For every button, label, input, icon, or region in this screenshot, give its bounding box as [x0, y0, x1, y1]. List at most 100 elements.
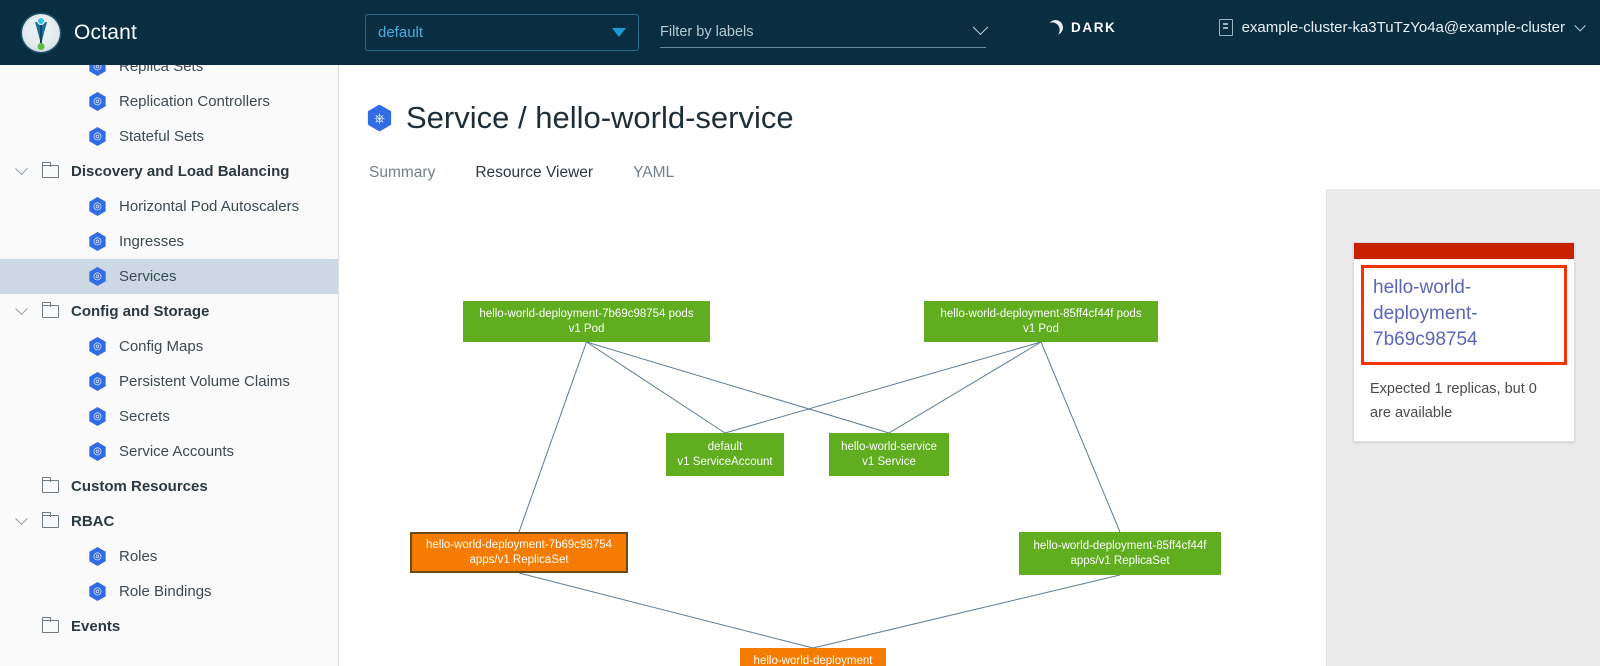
resource-link-highlight: hello-world-deployment-7b69c98754: [1361, 265, 1567, 365]
sidebar-item-horizontal-pod-autoscalers[interactable]: ◎Horizontal Pod Autoscalers: [0, 189, 338, 224]
sidebar-item-label: Roles: [119, 548, 157, 565]
graph-edge: [519, 342, 587, 532]
sidebar-item-label: Replica Sets: [119, 65, 203, 75]
sidebar-item-label: Config and Storage: [71, 303, 209, 320]
tab-yaml[interactable]: YAML: [630, 158, 677, 193]
sidebar-item-replica-sets[interactable]: ◎ Replica Sets: [0, 65, 338, 84]
node-kind: v1 Pod: [569, 322, 605, 337]
k8s-ingress-icon: ◎: [88, 232, 107, 251]
sidebar-item-discovery-and-load-balancing[interactable]: Discovery and Load Balancing: [0, 154, 338, 189]
chevron-down-icon[interactable]: [15, 162, 28, 175]
sidebar-item-persistent-volume-claims[interactable]: ◎Persistent Volume Claims: [0, 364, 338, 399]
detail-panel: hello-world-deployment-7b69c98754 Expect…: [1326, 189, 1600, 666]
status-badge: [1354, 243, 1574, 259]
sidebar-item-role-bindings[interactable]: ◎ Role Bindings: [0, 574, 338, 609]
sidebar-item-label: RBAC: [71, 513, 114, 530]
sidebar-item-label: Config Maps: [119, 338, 203, 355]
graph-edge: [519, 573, 813, 648]
graph-node-sa-default[interactable]: defaultv1 ServiceAccount: [666, 433, 784, 476]
status-message: Expected 1 replicas, but 0 are available: [1354, 365, 1574, 441]
node-title: default: [708, 440, 743, 455]
node-title: hello-world-service: [841, 440, 937, 455]
graph-edge: [587, 342, 726, 433]
graph-node-rs-85ff[interactable]: hello-world-deployment-85ff4cf44fapps/v1…: [1019, 532, 1221, 575]
cluster-icon: [1219, 19, 1233, 36]
resource-link[interactable]: hello-world-deployment-7b69c98754: [1373, 275, 1555, 353]
sidebar-item-config-and-storage[interactable]: Config and Storage: [0, 294, 338, 329]
k8s-statefulset-icon: ◎: [88, 127, 107, 146]
k8s-configmap-icon: ◎: [88, 337, 107, 356]
k8s-replicaset-icon: ◎: [88, 65, 107, 76]
node-title: hello-world-deployment-7b69c98754: [426, 538, 612, 553]
label-filter-placeholder: Filter by labels: [660, 24, 975, 40]
node-title: hello-world-deployment: [754, 654, 873, 666]
page-title-text: Service / hello-world-service: [406, 100, 794, 136]
octant-logo-icon: [22, 14, 60, 52]
sidebar[interactable]: ◎Replica Sets◎Replication Controllers◎St…: [0, 65, 339, 666]
sidebar-item-rbac[interactable]: RBAC: [0, 504, 338, 539]
namespace-select[interactable]: default: [365, 14, 639, 51]
graph-edge: [725, 342, 1041, 433]
k8s-replicationcontroller-icon: ◎: [88, 92, 107, 111]
graph-edge: [1041, 342, 1120, 532]
node-title: hello-world-deployment-85ff4cf44f: [1033, 539, 1206, 554]
status-card: hello-world-deployment-7b69c98754 Expect…: [1353, 242, 1575, 442]
node-kind: v1 Pod: [1023, 322, 1059, 337]
graph-edge: [587, 342, 890, 433]
sidebar-item-service-accounts[interactable]: ◎ Service Accounts: [0, 434, 338, 469]
sidebar-item-replication-controllers[interactable]: ◎Replication Controllers: [0, 84, 338, 119]
chevron-down-icon: [973, 19, 989, 35]
graph-node-rs-7b69[interactable]: hello-world-deployment-7b69c98754apps/v1…: [410, 532, 628, 573]
sidebar-item-events[interactable]: Events: [0, 609, 338, 644]
cluster-selector[interactable]: example-cluster-ka3TuTzYo4a@example-clus…: [1219, 19, 1582, 36]
label-filter-input[interactable]: Filter by labels: [660, 16, 986, 48]
expand-toggle: [0, 167, 42, 176]
folder-icon: [42, 620, 59, 633]
k8s-service-icon: ◎: [88, 267, 107, 286]
graph-node-pod-7b69[interactable]: hello-world-deployment-7b69c98754 podsv1…: [463, 301, 710, 342]
node-kind: v1 Service: [862, 455, 916, 470]
page-title: ⎈ Service / hello-world-service: [366, 100, 1600, 136]
triangle-down-icon: [612, 28, 626, 37]
sidebar-item-services[interactable]: ◎ Services: [0, 259, 338, 294]
sidebar-item-label: Service Accounts: [119, 443, 234, 460]
chevron-down-icon[interactable]: [15, 512, 28, 525]
expand-toggle: [0, 517, 42, 526]
graph-edge: [813, 575, 1120, 648]
sidebar-item-stateful-sets[interactable]: ◎ Stateful Sets: [0, 119, 338, 154]
k8s-role-icon: ◎: [88, 547, 107, 566]
graph-node-deploy-hw[interactable]: hello-world-deploymentapps/v1 Deployment: [740, 648, 886, 666]
sidebar-item-label: Role Bindings: [119, 583, 212, 600]
sidebar-item-label: Custom Resources: [71, 478, 208, 495]
sidebar-item-ingresses[interactable]: ◎ Ingresses: [0, 224, 338, 259]
node-kind: v1 ServiceAccount: [677, 455, 772, 470]
sidebar-item-custom-resources[interactable]: Custom Resources: [0, 469, 338, 504]
sidebar-item-secrets[interactable]: ◎Secrets: [0, 399, 338, 434]
k8s-rolebinding-icon: ◎: [88, 582, 107, 601]
theme-toggle-label: DARK: [1071, 20, 1116, 35]
sidebar-item-roles[interactable]: ◎ Roles: [0, 539, 338, 574]
k8s-serviceaccount-icon: ◎: [88, 442, 107, 461]
sidebar-item-label: Services: [119, 268, 177, 285]
sidebar-nav-list: ◎Replica Sets◎Replication Controllers◎St…: [0, 65, 338, 644]
sidebar-item-label: Persistent Volume Claims: [119, 373, 290, 390]
chevron-down-icon[interactable]: [15, 302, 28, 315]
sidebar-item-label: Ingresses: [119, 233, 184, 250]
sidebar-item-label: Stateful Sets: [119, 128, 204, 145]
brand-name: Octant: [74, 21, 137, 45]
sidebar-item-config-maps[interactable]: ◎ Config Maps: [0, 329, 338, 364]
tab-resource-viewer[interactable]: Resource Viewer: [472, 158, 596, 193]
node-kind: apps/v1 ReplicaSet: [469, 553, 568, 568]
cluster-name: example-cluster-ka3TuTzYo4a@example-clus…: [1242, 19, 1565, 36]
tab-summary[interactable]: Summary: [366, 158, 438, 193]
brand[interactable]: Octant: [22, 14, 137, 52]
sidebar-item-label: Discovery and Load Balancing: [71, 163, 289, 180]
chevron-down-icon: [1574, 20, 1585, 31]
folder-icon: [42, 305, 59, 318]
graph-node-pod-85ff[interactable]: hello-world-deployment-85ff4cf44f podsv1…: [924, 301, 1158, 342]
theme-toggle[interactable]: DARK: [1048, 20, 1116, 35]
sidebar-item-label: Events: [71, 618, 120, 635]
k8s-secret-icon: ◎: [88, 407, 107, 426]
graph-node-svc-hw[interactable]: hello-world-servicev1 Service: [829, 433, 949, 476]
